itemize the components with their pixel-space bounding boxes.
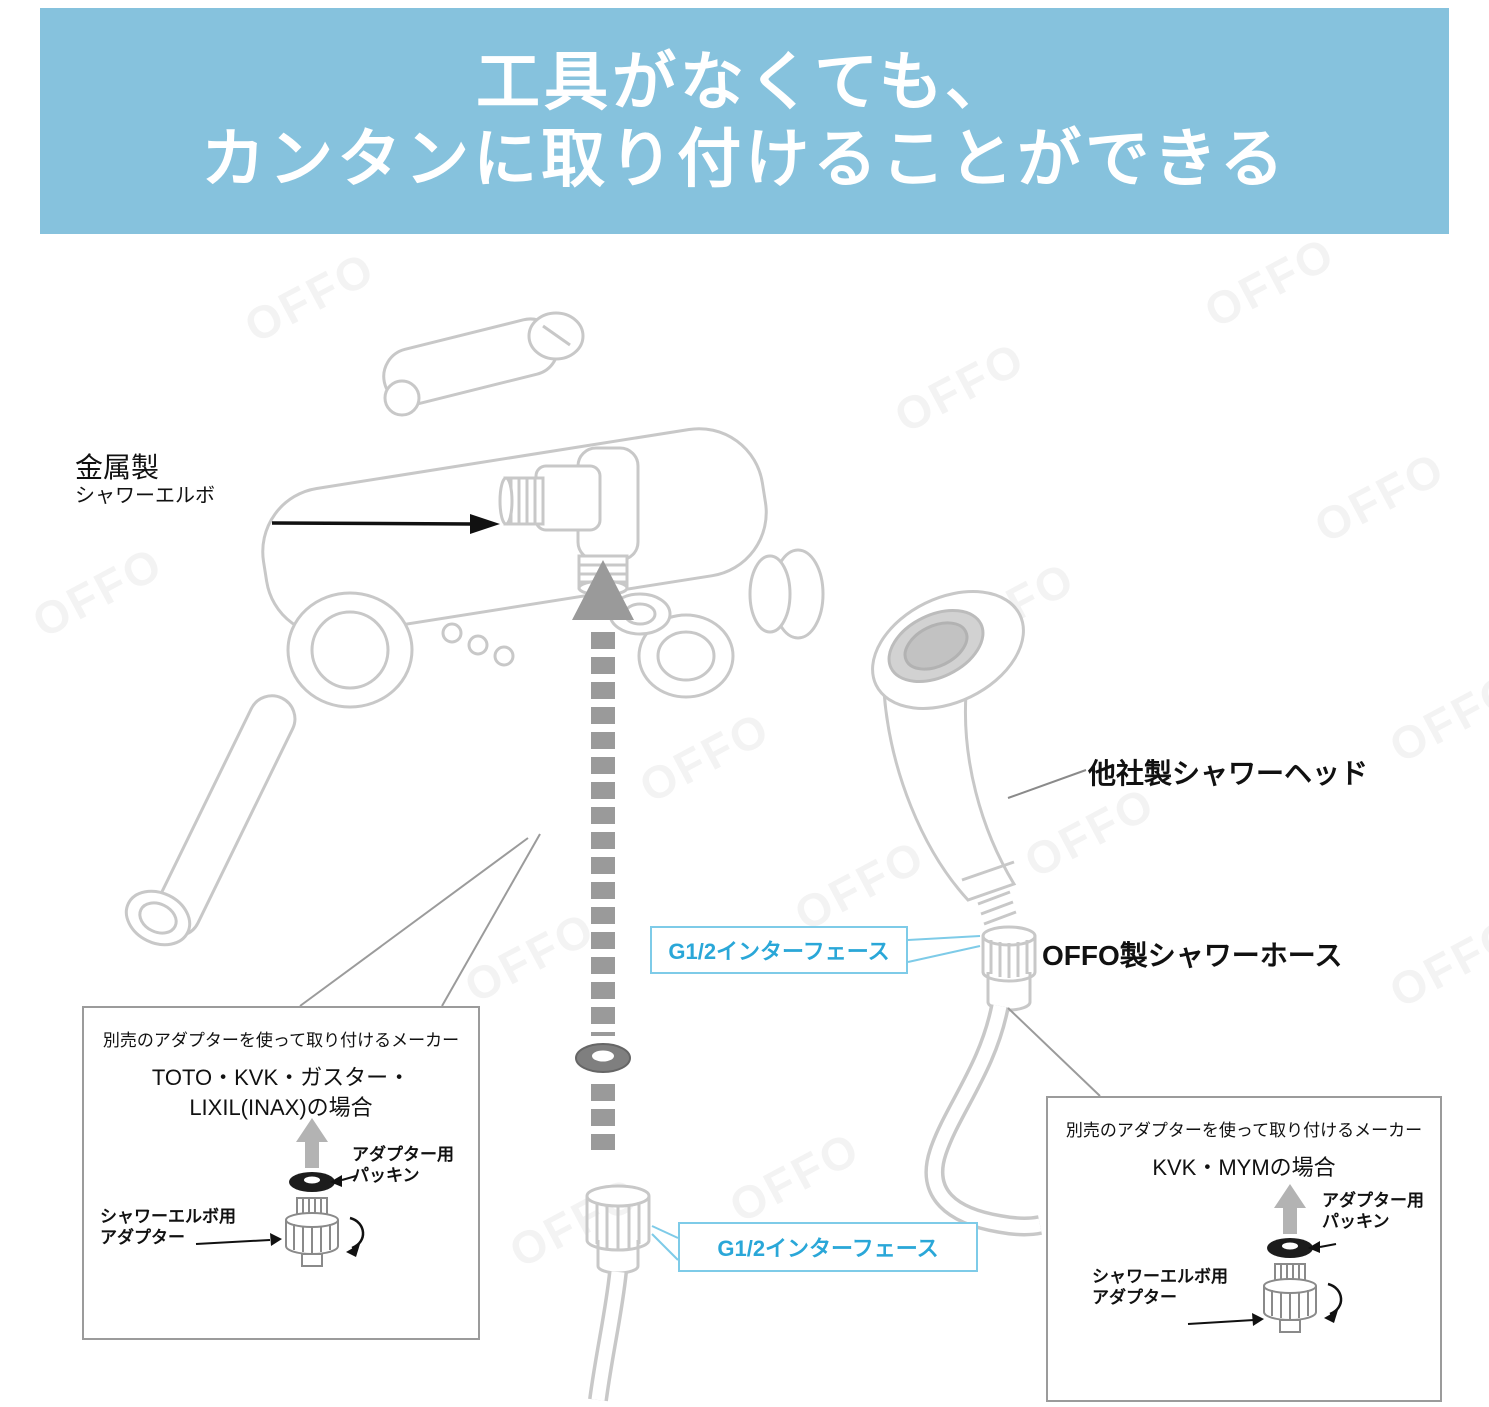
adapter-mini-diagram-right <box>1187 1184 1343 1333</box>
adapter-label-left-line1: シャワーエルボ用 <box>100 1207 236 1226</box>
metal-elbow-label-line1: 金属製 <box>75 452 160 483</box>
right-callout-leader-line <box>1007 1007 1101 1097</box>
adapter-arrowhead-icon <box>270 1233 282 1246</box>
adapter-arrowhead-icon <box>1252 1313 1264 1326</box>
packing-arrowhead-icon <box>330 1175 342 1187</box>
adapter-pointer-arrow <box>1187 1319 1255 1325</box>
rotate-arrow-icon <box>1327 1282 1343 1316</box>
adapter-mini-diagram-left <box>195 1118 365 1267</box>
adapter-label-left: シャワーエルボ用 アダプター <box>100 1206 236 1249</box>
callout-left-subtitle-line2: LIXIL(INAX)の場合 <box>189 1094 373 1120</box>
elbow-adapter-icon <box>285 1197 339 1267</box>
other-shower-head-label: 他社製シャワーヘッド <box>1088 758 1369 789</box>
metal-elbow-label: 金属製 シャワーエルボ <box>75 452 215 509</box>
up-arrow-icon <box>296 1118 328 1168</box>
faucet-illustration <box>124 311 825 947</box>
g12-interface-badge-bottom: G1/2インターフェース <box>678 1222 978 1272</box>
adapter-callout-left: 別売のアダプターを使って取り付けるメーカー TOTO・KVK・ガスター・ LIX… <box>82 1006 480 1340</box>
adapter-label-right: シャワーエルボ用 アダプター <box>1092 1266 1228 1309</box>
callout-left-subtitle-line1: TOTO・KVK・ガスター・ <box>151 1065 411 1090</box>
callout-right-subtitle: KVK・MYMの場合 <box>1152 1155 1336 1180</box>
hose-right <box>924 1003 1042 1237</box>
rotate-arrowhead-icon <box>1324 1310 1338 1323</box>
adapter-pointer-arrow <box>195 1239 271 1245</box>
packing-arrowhead-icon <box>1308 1241 1320 1253</box>
hose-connector-bottom <box>585 1184 651 1275</box>
packing-label-right: アダプター用 パッキン <box>1322 1190 1424 1233</box>
hose-bottom <box>588 1271 628 1402</box>
g12-pointer-lines <box>651 935 981 1261</box>
adapter-packing-icon <box>1267 1238 1313 1258</box>
packing-pointer-arrow <box>1319 1243 1337 1248</box>
adapter-label-left-line2: アダプター <box>100 1228 185 1248</box>
header-line-1: 工具がなくても、 <box>476 45 1013 118</box>
up-arrow-icon <box>1274 1184 1306 1234</box>
shower-head-illustration <box>871 590 1025 926</box>
rotate-arrowhead-icon <box>346 1244 360 1257</box>
adapter-label-right-line1: シャワーエルボ用 <box>1092 1267 1228 1286</box>
adapter-label-right-line2: アダプター <box>1092 1288 1177 1308</box>
offo-hose-label: OFFO製シャワーホース <box>1042 940 1343 971</box>
shower-head-leader-line <box>1007 769 1087 799</box>
packing-pointer-arrow <box>341 1175 357 1181</box>
packing-label-left-line2: パッキン <box>352 1166 420 1186</box>
g12-interface-top-text: G1/2インターフェース <box>668 939 890 964</box>
elbow-adapter-icon <box>1263 1263 1317 1333</box>
metal-elbow-arrow <box>271 514 500 534</box>
g12-interface-badge-top: G1/2インターフェース <box>650 926 908 974</box>
packing-label-left-line1: アダプター用 <box>352 1145 454 1164</box>
callout-left-subtitle: TOTO・KVK・ガスター・ LIXIL(INAX)の場合 <box>84 1063 478 1122</box>
dashed-up-arrow <box>572 560 634 1150</box>
metal-elbow-label-line2: シャワーエルボ <box>75 485 215 508</box>
packing-label-right-line2: パッキン <box>1322 1212 1390 1232</box>
packing-label-right-line1: アダプター用 <box>1322 1191 1424 1210</box>
left-callout-leader-lines <box>299 833 541 1007</box>
hose-connector-right <box>981 925 1037 1012</box>
header-banner: 工具がなくても、 カンタンに取り付けることができる <box>40 8 1449 234</box>
g12-interface-bottom-text: G1/2インターフェース <box>717 1236 939 1261</box>
rotate-arrow-icon <box>349 1216 365 1250</box>
header-line-2: カンタンに取り付けることができる <box>201 123 1288 195</box>
packing-washer <box>575 1043 631 1073</box>
callout-right-title: 別売のアダプターを使って取り付けるメーカー <box>1065 1121 1423 1140</box>
adapter-callout-right: 別売のアダプターを使って取り付けるメーカー KVK・MYMの場合 <box>1046 1096 1442 1402</box>
adapter-packing-icon <box>289 1172 335 1192</box>
packing-label-left: アダプター用 パッキン <box>352 1144 454 1187</box>
callout-left-title: 別売のアダプターを使って取り付けるメーカー <box>102 1031 460 1050</box>
